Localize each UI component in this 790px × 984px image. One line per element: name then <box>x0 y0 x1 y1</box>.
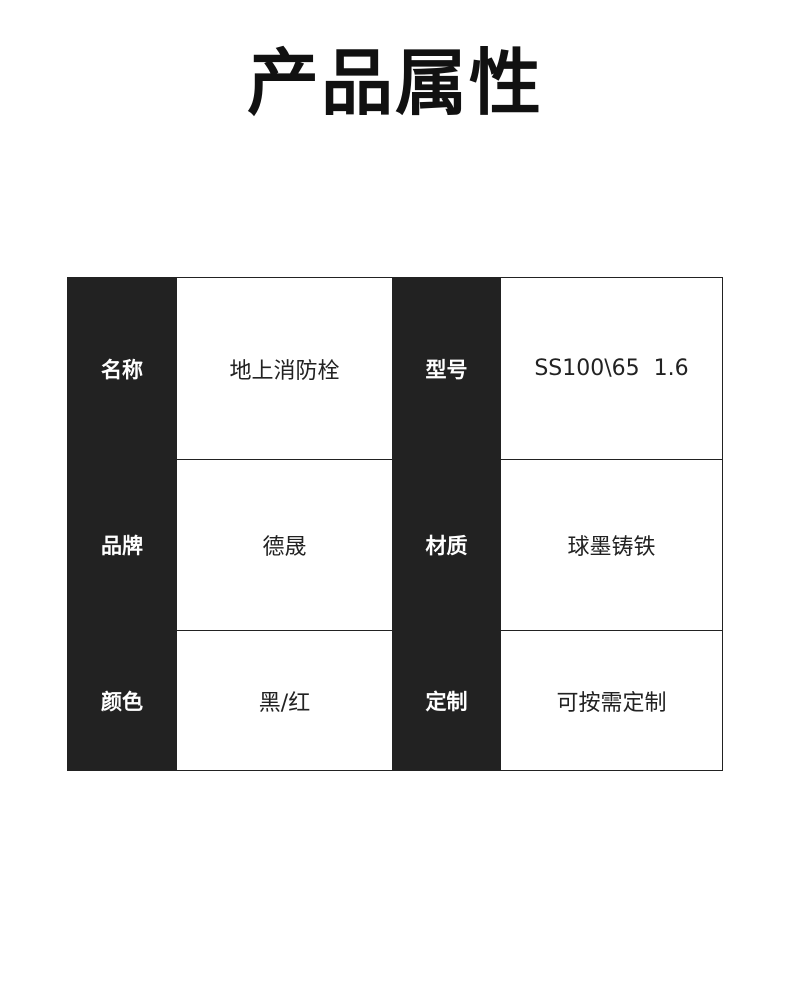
table-row: 颜色 黑/红 定制 可按需定制 <box>67 630 723 771</box>
attribute-label-brand: 品牌 <box>67 459 177 631</box>
attribute-label-material: 材质 <box>392 459 501 631</box>
table-row: 品牌 德晟 材质 球墨铸铁 <box>67 459 723 631</box>
attribute-value-brand: 德晟 <box>176 459 393 631</box>
table-row: 名称 地上消防栓 型号 SS100\65 1.6 <box>67 277 723 460</box>
attribute-value-name: 地上消防栓 <box>176 277 393 460</box>
attribute-value-customization: 可按需定制 <box>500 630 723 771</box>
attribute-label-color: 颜色 <box>67 630 177 771</box>
product-attributes-table: 名称 地上消防栓 型号 SS100\65 1.6 品牌 德晟 材质 球墨铸铁 颜… <box>67 277 723 771</box>
attribute-value-color: 黑/红 <box>176 630 393 771</box>
page-title: 产品属性 <box>246 41 543 125</box>
attribute-label-name: 名称 <box>67 277 177 460</box>
attribute-value-material: 球墨铸铁 <box>500 459 723 631</box>
attribute-label-customization: 定制 <box>392 630 501 771</box>
attribute-label-model: 型号 <box>392 277 501 460</box>
attribute-value-model: SS100\65 1.6 <box>500 277 723 460</box>
